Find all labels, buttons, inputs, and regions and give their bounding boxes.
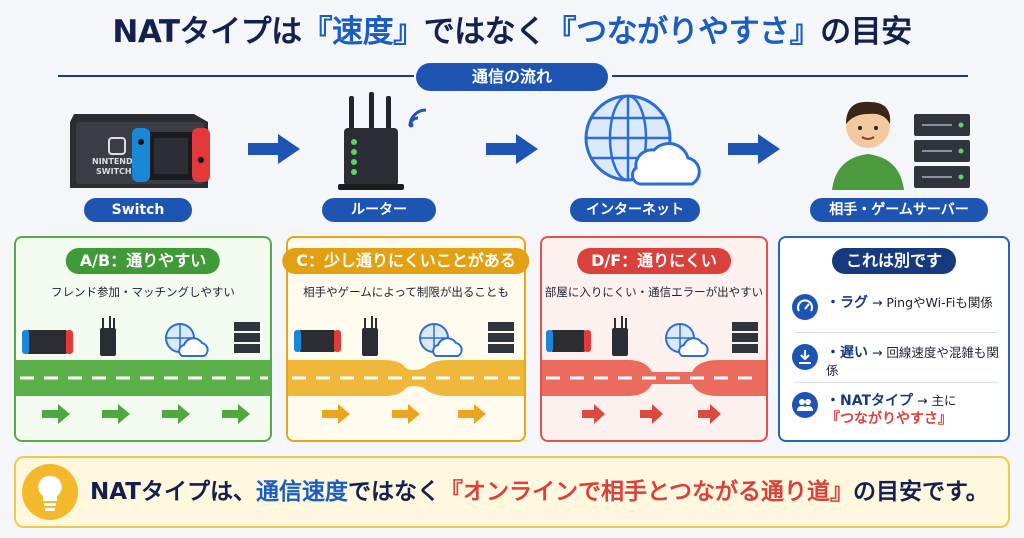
title-part-2: ではなく [423, 14, 547, 50]
nat-note-highlight: 『つながりやすさ』 [826, 411, 952, 427]
person-server-icon [832, 101, 970, 190]
nat-term: ・NATタイプ [826, 393, 914, 409]
globe-cloud-icon [584, 94, 701, 186]
summary-highlight-speed: 通信速度 [255, 479, 348, 505]
nat-type-df-description: 部屋に入りにくい・通信エラーが出やすい [544, 285, 764, 299]
lag-term: ・ラグ [826, 295, 868, 311]
flow-arrow-3-icon [728, 134, 780, 164]
summary-banner: NATタイプは、通信速度ではなく『オンラインで相手とつながる通り道』の目安です。 [14, 456, 1010, 528]
flow-divider-left [58, 75, 414, 77]
narrowing-road-illustration [288, 316, 524, 424]
divider [794, 382, 998, 383]
other-factor-nat-type: ・NATタイプ → 主に『つながりやすさ』 [792, 392, 1000, 428]
summary-text: NATタイプは、通信速度ではなく『オンラインで相手とつながる通り道』の目安です。 [90, 458, 989, 526]
page-title: NATタイプは『速度』ではなく『つながりやすさ』の目安 [0, 6, 1024, 51]
nat-note: 主に [931, 393, 957, 408]
summary-highlight-path: 『オンラインで相手とつながる通り道』 [439, 479, 854, 505]
nat-type-c-card: C：少し通りにくいことがある 相手やゲームによって制限が出ることも [282, 236, 530, 442]
wide-road-illustration [16, 316, 270, 424]
nat-type-c-badge: C：少し通りにくいことがある [282, 248, 530, 274]
slow-arrow: → [868, 345, 887, 360]
title-part-1: NATタイプは [112, 14, 302, 50]
title-highlight-speed: 『速度』 [301, 14, 425, 50]
device-label-internet: インターネット [570, 198, 700, 222]
nat-type-ab-badge: A/B：通りやすい [65, 248, 221, 274]
other-factor-slow: ・遅い → 回線速度や混雑も関係 [792, 344, 1000, 379]
flow-arrow-1-icon [248, 134, 300, 164]
device-label-router: ルーター [322, 198, 436, 222]
lightbulb-icon [22, 464, 78, 520]
title-highlight-connectivity: 『つながりやすさ』 [545, 14, 821, 50]
summary-part-1: NATタイプは、 [90, 479, 256, 505]
other-factors-card: これは別です ・ラグ → PingやWi-Fiも関係 ・遅い → 回線速度や混雑… [778, 236, 1010, 442]
lag-note: PingやWi-Fiも関係 [886, 295, 993, 310]
slow-term: ・遅い [826, 345, 868, 361]
device-label-server: 相手・ゲームサーバー [810, 198, 988, 222]
speedometer-icon [792, 294, 818, 320]
device-label-switch: Switch [84, 198, 192, 222]
svg-text:SWITCH: SWITCH [96, 167, 132, 176]
nat-type-ab-description: フレンド参加・マッチングしやすい [51, 285, 235, 299]
router-icon [338, 92, 427, 190]
flow-divider-right [612, 75, 968, 77]
users-icon [792, 392, 818, 418]
slow-note: 回線速度や混雑も関係 [826, 345, 999, 378]
other-factor-lag: ・ラグ → PingやWi-Fiも関係 [792, 294, 1000, 320]
download-icon [792, 344, 818, 370]
narrow-road-illustration [542, 316, 766, 424]
other-factors-badge: これは別です [831, 248, 957, 274]
summary-part-3: の目安です。 [853, 479, 989, 505]
svg-text:NINTENDO: NINTENDO [92, 157, 140, 166]
title-part-3: の目安 [820, 14, 912, 50]
nat-type-df-card: D/F：通りにくい 部屋に入りにくい・通信エラーが出やすい [540, 236, 768, 442]
lag-arrow: → [868, 295, 887, 310]
switch-console-icon: NINTENDO SWITCH [70, 114, 210, 188]
summary-part-2: ではなく [347, 479, 440, 505]
divider [794, 332, 998, 333]
flow-arrow-2-icon [486, 134, 538, 164]
nat-arrow: → [913, 393, 932, 408]
nat-type-ab-card: A/B：通りやすい フレンド参加・マッチングしやすい [14, 236, 272, 442]
nat-type-df-badge: D/F：通りにくい [577, 248, 731, 274]
flow-heading: 通信の流れ [416, 63, 608, 91]
nat-type-c-description: 相手やゲームによって制限が出ることも [303, 285, 509, 299]
